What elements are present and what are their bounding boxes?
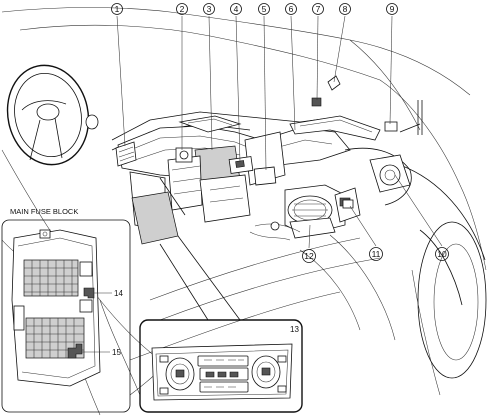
callout-6-number: 6 — [289, 4, 294, 14]
callout-12-number: 12 — [304, 251, 314, 261]
callout-numbers: 1 2 3 4 5 6 7 8 — [111, 3, 449, 263]
callout-9-number: 9 — [390, 4, 395, 14]
callout-12: 12 — [302, 249, 316, 263]
callout-11: 11 — [369, 247, 383, 261]
callout-1: 1 — [111, 3, 123, 15]
callout-11-number: 11 — [372, 249, 381, 259]
callout-2: 2 — [176, 3, 188, 15]
relay-label-15: 15 — [112, 348, 121, 357]
callout-3-number: 3 — [207, 4, 212, 14]
main-fuse-block-title: MAIN FUSE BLOCK — [10, 207, 78, 216]
callout-7: 7 — [312, 3, 324, 15]
climate-control-label-13: 13 — [290, 325, 299, 334]
callout-5: 5 — [258, 3, 270, 15]
callout-8-number: 8 — [343, 4, 348, 14]
dashboard-hvac-assembly — [111, 75, 423, 245]
callout-5-number: 5 — [262, 4, 267, 14]
callout-9: 9 — [386, 3, 398, 15]
main-fuse-block-frame — [1, 219, 131, 413]
callout-3: 3 — [203, 3, 215, 15]
climate-control-inset: 13 — [139, 235, 303, 413]
main-fuse-block-inset: MAIN FUSE BLOCK 14 15 — [1, 207, 131, 413]
callout-7-number: 7 — [316, 4, 321, 14]
steering-wheel — [6, 64, 99, 166]
callout-10-number: 10 — [437, 249, 447, 259]
callout-6: 6 — [285, 3, 297, 15]
fuse-label-14: 14 — [114, 289, 123, 298]
callout-8: 8 — [339, 3, 351, 15]
callout-10: 10 — [435, 247, 449, 261]
callout-4: 4 — [230, 3, 242, 15]
vehicle-body-outline — [1, 7, 487, 416]
callout-2-number: 2 — [180, 4, 185, 14]
callout-4-number: 4 — [234, 4, 239, 14]
callout-1-number: 1 — [115, 4, 120, 14]
climate-control-frame — [139, 319, 303, 413]
callout-leader-lines — [116, 15, 443, 249]
